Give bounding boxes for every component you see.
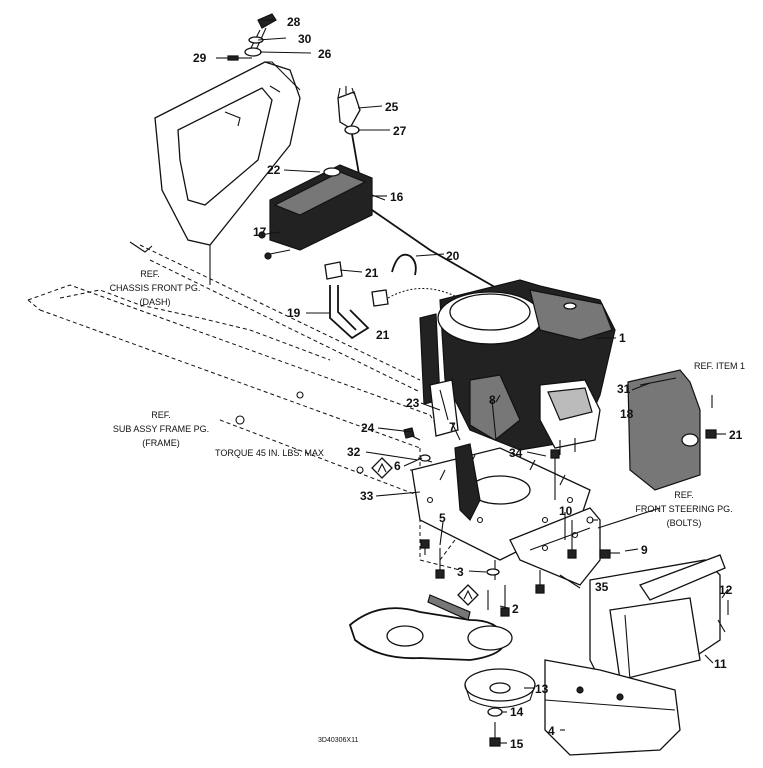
frame-ref-line3: (FRAME)	[142, 438, 180, 448]
torque-note: TORQUE 45 IN. LBS. MAX	[215, 448, 324, 458]
steering-ref-line1: REF.	[674, 490, 694, 500]
steering-ref-line2: FRONT STEERING PG.	[635, 504, 732, 514]
callout-31: 30	[298, 32, 312, 46]
callout-36: 35	[595, 580, 609, 594]
reference-labels: REF. CHASSIS FRONT PG. (DASH) REF. SUB A…	[110, 269, 745, 744]
chassis-ref-line1: REF.	[140, 269, 160, 279]
callout-12: 12	[719, 583, 733, 597]
drive-belt-pulley	[348, 594, 536, 747]
callout-17: 17	[253, 225, 267, 239]
item-ref-label: REF. ITEM 1	[694, 361, 745, 371]
callout-23: 22	[267, 163, 281, 177]
callout-35: 34	[509, 446, 523, 460]
callout-11: 11	[714, 657, 727, 671]
chassis-ref-line2: CHASSIS FRONT PG.	[110, 283, 201, 293]
callout-20: 20	[446, 249, 460, 263]
frame-ref-line2: SUB ASSY FRAME PG.	[113, 424, 209, 434]
steering-ref-line3: (BOLTS)	[667, 518, 702, 528]
leader-lines	[209, 19, 729, 744]
callout-29: 28	[287, 15, 301, 29]
callout-22: 21	[729, 428, 743, 442]
engine	[437, 279, 616, 455]
callout-numbers: 28 30 26 29 25 27 22 16 17 20 21 19 21 1…	[193, 15, 743, 751]
callout-28: 27	[393, 124, 407, 138]
callout-15: 15	[510, 737, 524, 751]
callout-6: 6	[394, 459, 401, 473]
callout-13: 13	[535, 682, 549, 696]
callout-34: 33	[360, 489, 374, 503]
callout-14: 14	[510, 705, 524, 719]
fuel-lines	[324, 253, 456, 340]
callout-19: 19	[287, 306, 301, 320]
callout-1: 1	[619, 331, 626, 345]
callout-5: 5	[439, 511, 446, 525]
callout-25: 24	[361, 421, 375, 435]
callout-10: 10	[559, 504, 573, 518]
front-arrow-icon	[457, 584, 479, 606]
callout-24: 23	[406, 396, 420, 410]
callout-33: 32	[347, 445, 361, 459]
muffler-assembly	[544, 554, 729, 756]
drawing-code: 3D40306X11	[318, 737, 358, 744]
callout-9: 9	[641, 543, 648, 557]
callout-3: 3	[457, 565, 464, 579]
callout-21: 21	[365, 266, 379, 280]
front-arrow-icon	[371, 457, 393, 479]
chassis-ref-line3: (DASH)	[140, 297, 171, 307]
callout-4: 4	[548, 724, 555, 738]
fuel-tank	[258, 164, 386, 260]
callout-30: 29	[193, 51, 207, 65]
engine-bolts	[403, 427, 620, 617]
frame-ref-line1: REF.	[151, 410, 171, 420]
callout-18: 18	[620, 407, 634, 421]
callout-27: 26	[318, 47, 332, 61]
callout-26: 25	[385, 100, 399, 114]
chassis-dash-panel	[154, 61, 301, 246]
dash-fasteners	[227, 13, 277, 61]
callout-8: 8	[489, 393, 496, 407]
dipstick-tube	[419, 313, 497, 441]
callout-16: 16	[390, 190, 404, 204]
callout-32: 31	[617, 382, 631, 396]
engine-bracket	[509, 507, 601, 586]
callout-2: 2	[512, 602, 519, 616]
callout-7: 7	[449, 420, 456, 434]
callout-21: 21	[376, 328, 390, 342]
heat-shield	[627, 369, 717, 491]
